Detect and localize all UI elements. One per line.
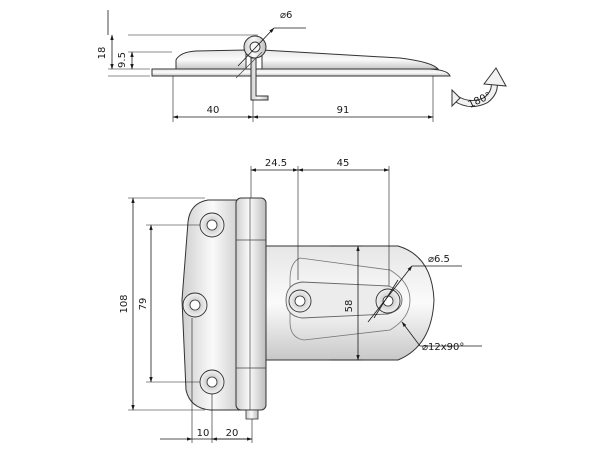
dim-vertical-outer: 108: [119, 294, 130, 313]
dim-slot-height: 58: [344, 300, 355, 313]
front-view: 24.5 45 108 79 58 ⌀6.5 ⌀12x90° 10: [119, 158, 482, 443]
dim-countersink: ⌀12x90°: [422, 342, 464, 353]
top-left-leaf: [175, 49, 247, 70]
front-pin-end: [245, 409, 259, 420]
front-knuckle: [235, 197, 267, 411]
dim-pin-diameter: ⌀6: [280, 10, 292, 21]
dim-height-total: 18: [97, 47, 108, 60]
dim-vertical-inner: 79: [138, 298, 149, 311]
top-right-leaf: [261, 49, 440, 70]
slot-hole-right: [375, 288, 401, 314]
dim-top-left: 24.5: [265, 158, 287, 169]
dim-hole-diameter: ⌀6.5: [428, 254, 450, 265]
dim-bottom-right: 20: [226, 428, 239, 439]
dim-top-right: 45: [337, 158, 350, 169]
rotation-arrow-icon: [451, 67, 507, 108]
top-base-plate: [151, 68, 451, 77]
slot-hole-left: [288, 289, 312, 313]
mount-hole-top: [199, 212, 225, 238]
rotation-label: 180°: [467, 91, 493, 111]
front-slot-recess: [289, 257, 411, 341]
mount-hole-bottom: [199, 369, 225, 395]
dim-left-length: 40: [207, 105, 220, 116]
front-slot: [285, 281, 403, 319]
dim-height-lower: 9.5: [117, 52, 128, 68]
mount-hole-middle: [182, 292, 208, 318]
dim-right-length: 91: [337, 105, 350, 116]
front-left-leaf: [181, 199, 251, 411]
dim-bottom-left: 10: [197, 428, 210, 439]
top-view: 18 9.5 ⌀6 40 91 180°: [97, 10, 507, 122]
top-pin-hole: [249, 41, 261, 53]
